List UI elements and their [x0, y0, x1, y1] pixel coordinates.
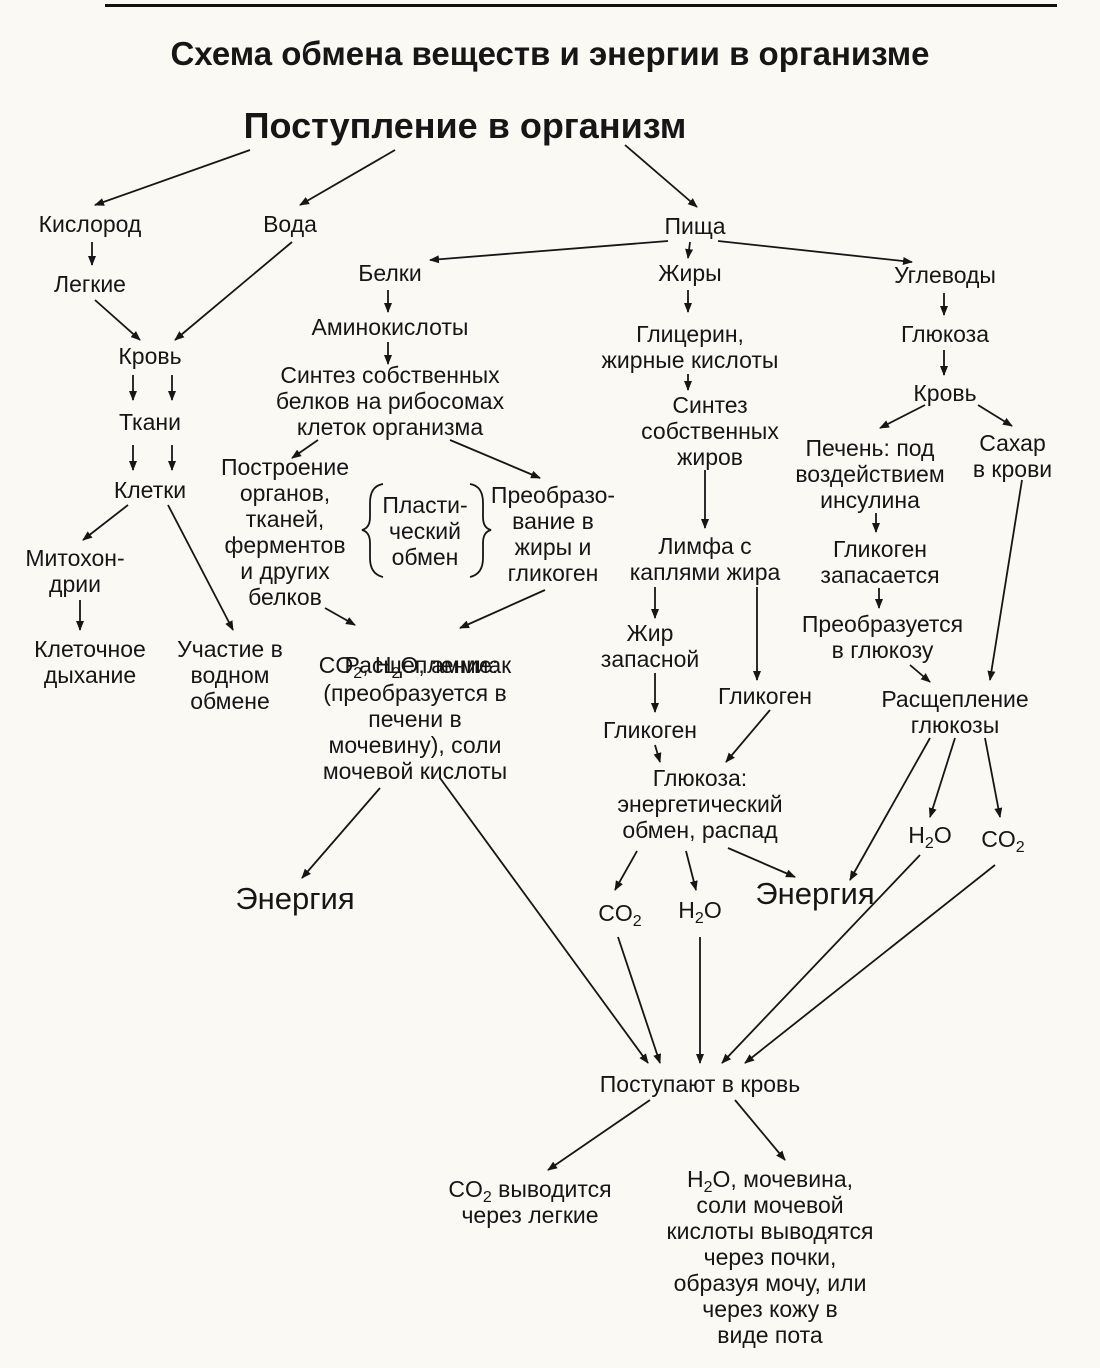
node-protein-breakdown-formula: CO2, H2O, аммиак [318, 652, 512, 682]
node-enter-blood: Поступают в кровь [599, 1071, 801, 1097]
node-transform: Преобразо- вание в жиры и гликоген [490, 482, 616, 586]
arrow-co2-enter-blood-2 [744, 864, 996, 1064]
node-out-lungs: CO2 выводится [448, 1176, 612, 1206]
arrow-to-glucose-breakdown [909, 664, 931, 683]
brace-left [361, 483, 384, 578]
node-fat-reserve: Жир запасной [600, 620, 700, 672]
arrow-food-carbs [717, 240, 913, 266]
node-tissues: Ткани [119, 409, 181, 435]
top-rule [105, 4, 1057, 7]
node-cells: Клетки [113, 477, 187, 503]
node-glycogen-fats-a: Гликоген [603, 717, 697, 743]
arrow-synthesis-building [291, 439, 319, 459]
arrow-cells-mito [82, 504, 129, 541]
node-glycerol: Глицерин, жирные кислоты [601, 321, 779, 373]
arrow-co2-enter-blood [617, 936, 661, 1064]
arrow-header-food [624, 144, 698, 208]
node-co2-carbs: CO2 [981, 826, 1025, 856]
node-glycogen-fats-b: Гликоген [718, 683, 812, 709]
node-glycogen-stored: Гликоген запасается [820, 536, 940, 588]
node-protein-synthesis: Синтез собственных белков на рибосомах к… [275, 362, 505, 440]
arrow-cells-water-exchange [167, 504, 234, 631]
arrow-glucose-h2o [685, 850, 698, 891]
arrow-blood-kidneys-out [734, 1099, 786, 1161]
arrow-building-breakdown [324, 607, 356, 626]
brace-right [469, 483, 492, 578]
arrow-blood-liver [879, 404, 926, 429]
arrow-lungs-blood [94, 299, 141, 341]
breakdown-line1: Расщепление: [344, 652, 499, 678]
node-glucose: Глюкоза [900, 321, 990, 347]
node-liver: Печень: под воздействием инсулина [795, 435, 945, 513]
node-to-glucose: Преобразуется в глюкозу [801, 611, 964, 663]
node-h2o-fats: H2O [678, 897, 722, 927]
arrow-food-fats [685, 241, 694, 259]
arrow-synthesis-transform [449, 439, 541, 479]
node-mitochondria: Митохон- дрии [25, 545, 125, 597]
diagram-title: Схема обмена веществ и энергии в организ… [170, 35, 930, 72]
node-h2o-carbs: H2O [908, 822, 952, 852]
node-proteins: Белки [358, 260, 422, 286]
node-carbs: Углеводы [894, 262, 996, 288]
node-blood-sugar: Сахар в крови [972, 430, 1053, 482]
node-water-exchange: Участие в водном обмене [177, 636, 283, 714]
node-out-lungs-line2: через легкие [461, 1202, 599, 1228]
node-building: Построение органов, тканей, ферментов и … [220, 454, 350, 610]
arrow-blood-sugar [977, 404, 1013, 427]
node-fat-synthesis: Синтез собственных жиров [641, 392, 779, 470]
node-protein-breakdown-rest: (преобразуется в печени в мочевину), сол… [322, 680, 508, 784]
node-co2-fats: CO2 [598, 900, 642, 930]
arrow-breakdown-co2 [984, 737, 1003, 818]
arrow-header-oxygen [94, 149, 251, 206]
node-lymph: Лимфа с каплями жира [629, 533, 781, 585]
node-out-kidneys: H2O, мочевина, [686, 1166, 854, 1196]
arrow-blood-lungs-out [547, 1099, 651, 1171]
arrow-glycogen2-glucose [725, 709, 771, 763]
node-amino-acids: Аминокислоты [311, 314, 469, 340]
arrow-header-water [299, 149, 396, 206]
node-oxygen: Кислород [38, 211, 142, 237]
node-out-kidneys-rest: соли мочевой кислоты выводятся через поч… [666, 1192, 874, 1348]
arrow-breakdown-energy-2 [849, 737, 931, 881]
node-glucose-breakdown: Расщепление глюкозы [881, 686, 1029, 738]
node-energy-left: Энергия [235, 881, 355, 916]
arrow-breakdown-enter-blood [439, 777, 649, 1064]
node-blood-right: Кровь [913, 380, 977, 406]
arrow-breakdown-energy [301, 787, 381, 879]
arrow-food-proteins [429, 240, 669, 264]
arrow-water-blood [174, 241, 293, 341]
arrow-glucose-co2 [614, 850, 638, 891]
node-energy-right: Энергия [755, 876, 875, 911]
node-cell-respiration: Клеточное дыхание [34, 636, 146, 688]
header-intake: Поступление в организм [243, 105, 687, 146]
arrow-sugar-breakdown [987, 479, 1023, 681]
node-protein-breakdown: Расщепление: [290, 626, 540, 678]
node-water: Вода [263, 211, 317, 237]
node-blood-left: Кровь [118, 343, 182, 369]
arrow-transform-breakdown [459, 589, 546, 629]
node-lungs: Легкие [54, 271, 126, 297]
node-plastic-exchange: Пласти- ческий обмен [382, 492, 468, 570]
arrow-glycogen-glucose [653, 744, 662, 763]
node-glucose-exchange: Глюкоза: энергетический обмен, распад [617, 765, 783, 843]
arrow-h2o-enter-blood-2 [721, 854, 921, 1064]
node-fats: Жиры [658, 260, 722, 286]
arrow-breakdown-h2o [928, 737, 956, 818]
arrow-glucose-energy [727, 847, 796, 878]
node-food: Пища [664, 213, 726, 239]
